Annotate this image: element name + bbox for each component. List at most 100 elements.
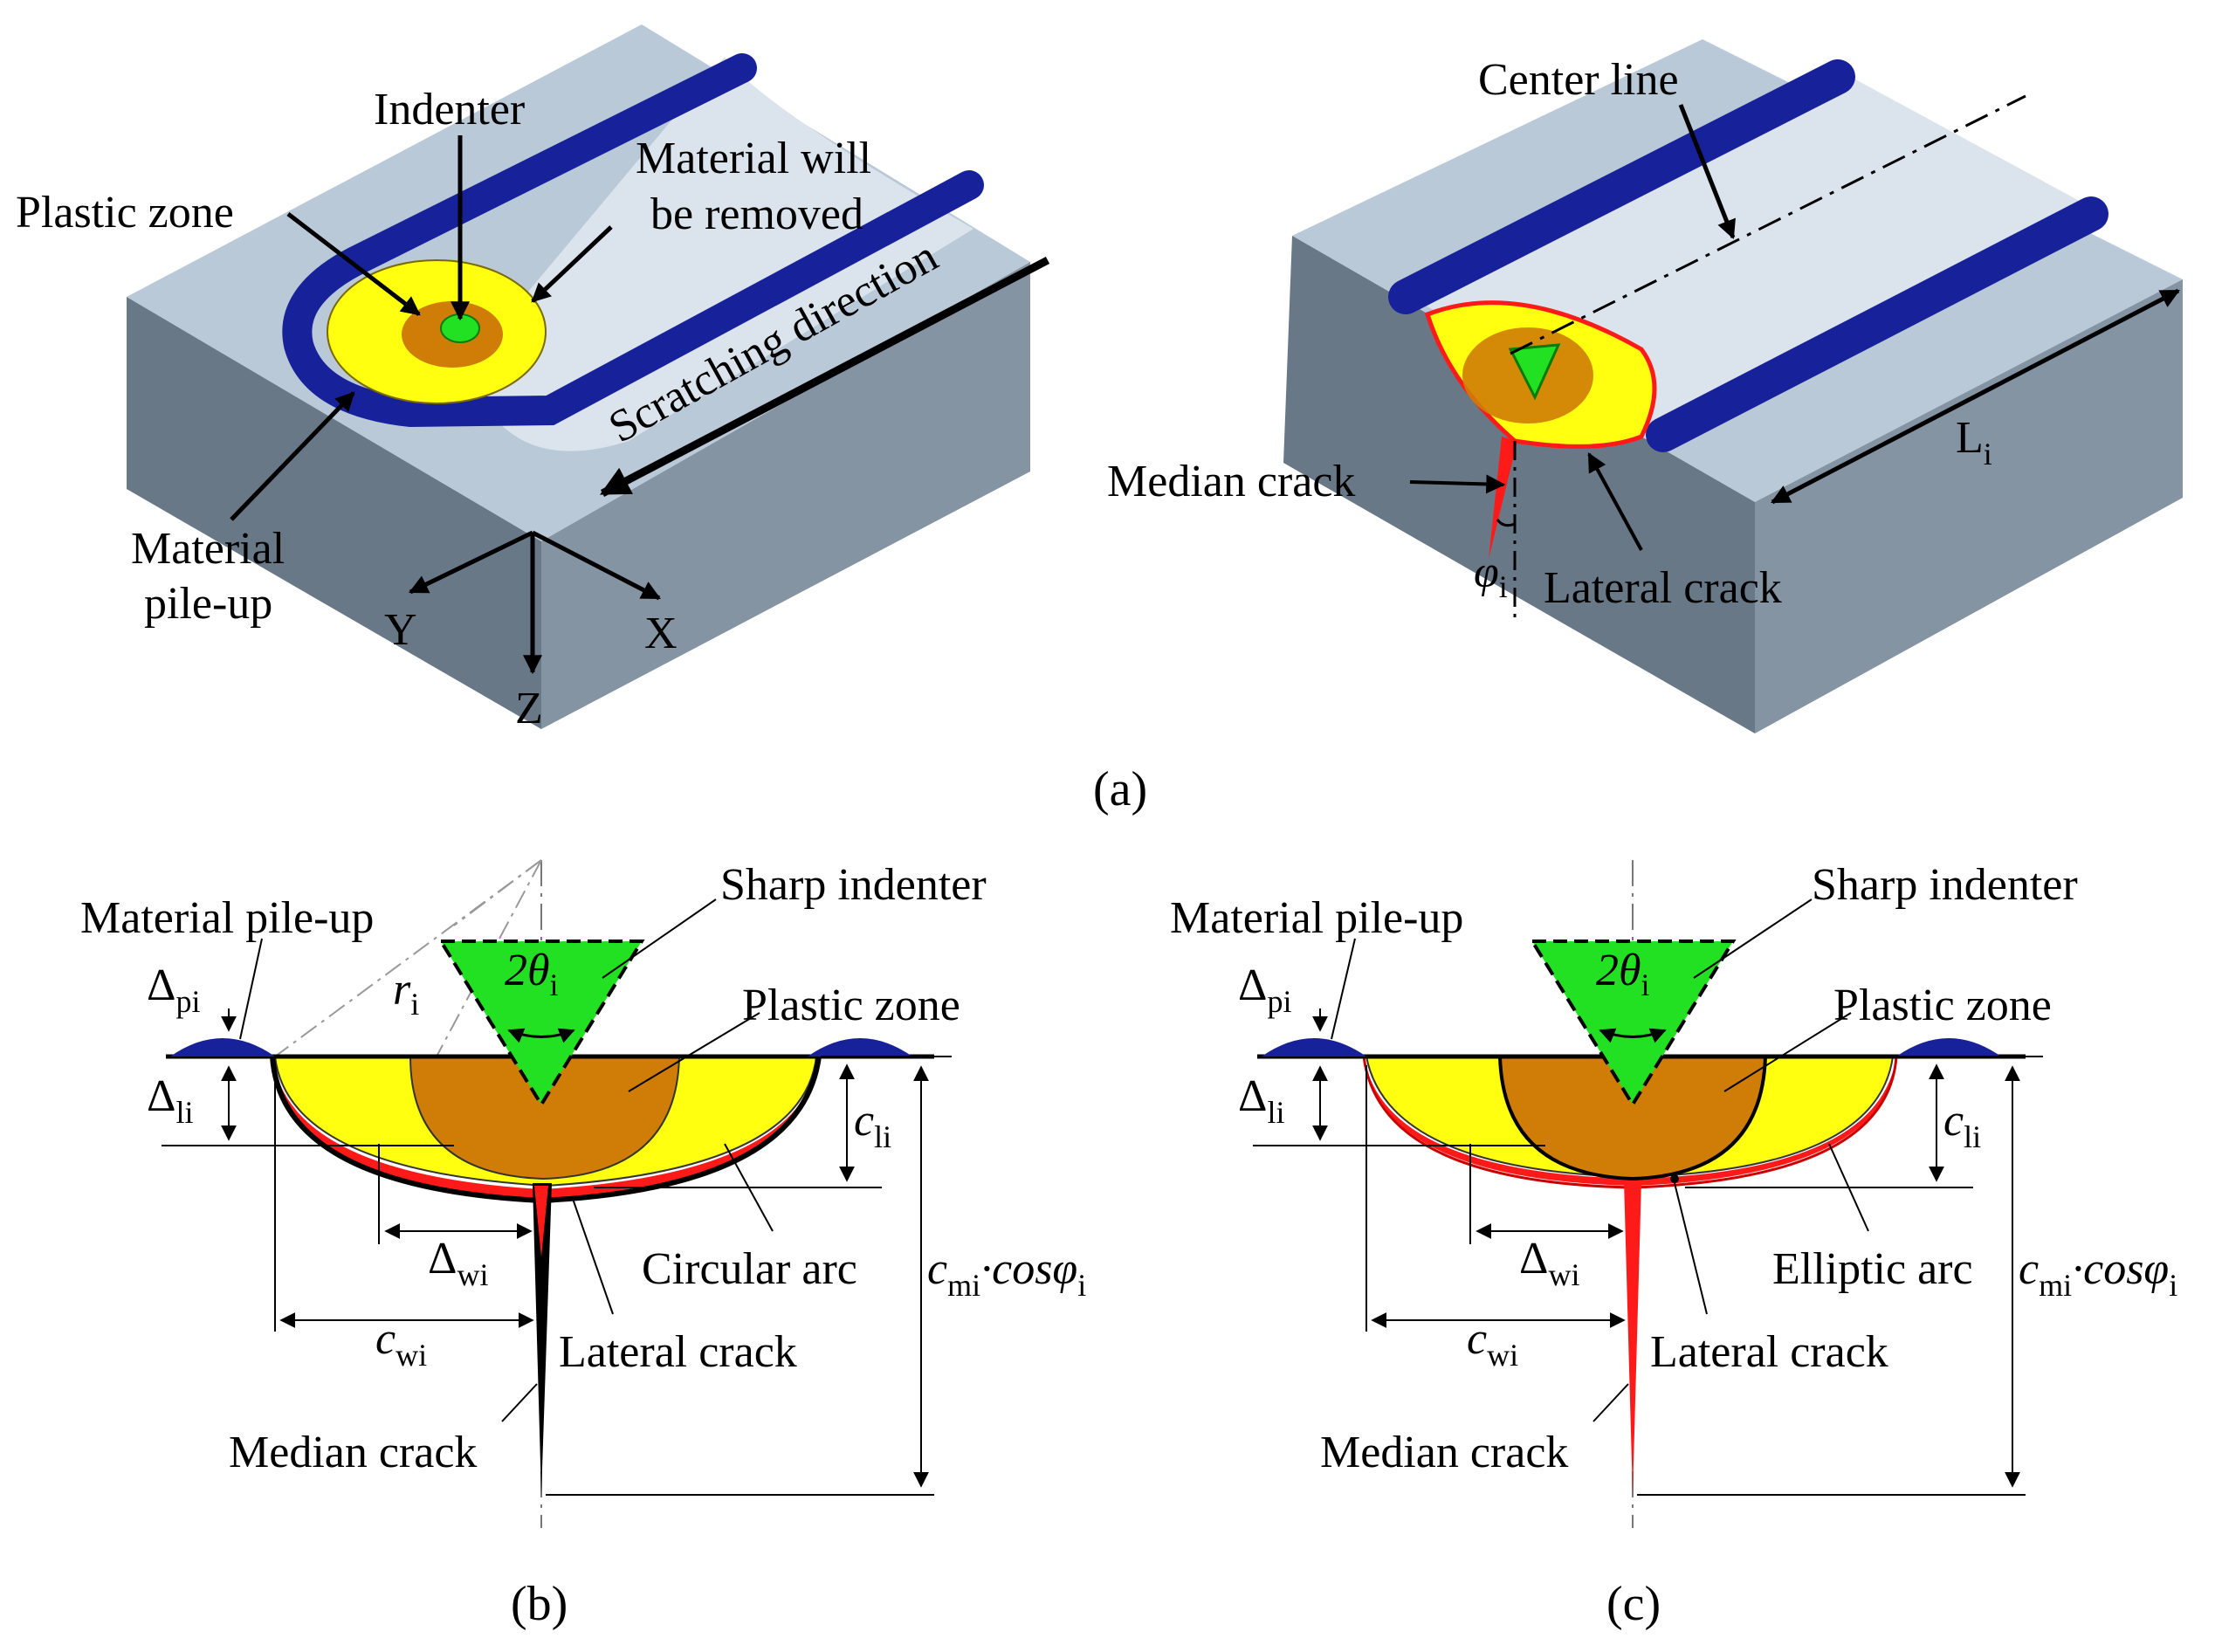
label-length: Li: [1956, 413, 1992, 472]
axis-y: [409, 530, 534, 595]
indenter-tip: [1508, 343, 1561, 401]
block-front-face: [127, 297, 541, 729]
label-cm: cmi·cosφi: [927, 1244, 1086, 1303]
delta-l-sub: li: [1267, 1095, 1284, 1130]
label-delta-p: Δpi: [147, 960, 200, 1019]
median-crack: [533, 1183, 552, 1495]
label-plastic-zone: Plastic zone: [16, 188, 234, 237]
cl-sub: li: [1964, 1119, 1981, 1154]
crack-junction-dot: [1670, 1174, 1679, 1183]
delta-l-sub: li: [175, 1095, 193, 1130]
label-circular-arc: Circular arc: [642, 1244, 857, 1294]
angle-main: φ: [1474, 547, 1499, 597]
length-arrow: [1771, 288, 2180, 505]
label-be-removed: be removed: [650, 189, 863, 239]
delta-w-main: Δ: [1519, 1234, 1548, 1284]
label-pileup-line2: pile-up: [144, 579, 272, 629]
axis-x: [531, 530, 661, 601]
cm-tail-sub: i: [1077, 1268, 1086, 1303]
delta-w-main: Δ: [428, 1234, 457, 1284]
plastic-zone: [409, 1056, 681, 1180]
pileup-left: [170, 1038, 275, 1057]
pileup-arrow: [230, 391, 355, 521]
cw-main: c: [1467, 1314, 1487, 1364]
delta-p-sub: pi: [1267, 984, 1291, 1019]
leader-median: [1592, 1383, 1629, 1422]
label-sharp-indenter: Sharp indenter: [720, 860, 987, 910]
cw-main: c: [375, 1314, 396, 1364]
leader-plastic: [628, 1012, 760, 1092]
label-lateral-crack: Lateral crack: [1544, 563, 1782, 613]
median-crack-red: [534, 1186, 548, 1257]
label-plastic-zone: Plastic zone: [1833, 981, 2052, 1030]
plastic-zone: [1497, 1055, 1768, 1181]
label-delta-l: Δli: [1238, 1071, 1284, 1130]
label-indenter: Indenter: [374, 85, 525, 134]
theta-sub: i: [550, 967, 559, 1002]
scratch-groove: [481, 57, 973, 451]
label-delta-w: Δwi: [1519, 1234, 1579, 1292]
caption-a: (a): [1093, 762, 1147, 816]
pileup-left: [1262, 1038, 1366, 1057]
label-cw: cwi: [1467, 1314, 1518, 1373]
delta-w-sub: wi: [1548, 1257, 1579, 1292]
label-delta-l: Δli: [147, 1071, 193, 1130]
label-delta-p: Δpi: [1238, 960, 1291, 1019]
theta-main: 2θ: [1596, 946, 1641, 995]
leader-lateral: [571, 1195, 614, 1315]
cm-sub: mi: [947, 1268, 980, 1303]
label-lateral-crack: Lateral crack: [1650, 1327, 1888, 1377]
label-pileup-line1: Material: [131, 524, 285, 574]
leader-lateral: [1674, 1182, 1708, 1315]
label-cw: cwi: [375, 1314, 427, 1373]
angle-sub: i: [1499, 569, 1508, 604]
cw-sub: wi: [396, 1338, 427, 1373]
delta-p-main: Δ: [1238, 960, 1267, 1010]
label-median-crack: Median crack: [229, 1428, 477, 1477]
delta-l-main: Δ: [147, 1071, 175, 1121]
lateral-crack-arrow: [1587, 452, 1643, 551]
label-theta: 2θi: [1596, 946, 1650, 1002]
leader-pileup: [239, 938, 263, 1040]
panel-b: Material pile-up Sharp indenter Plastic …: [80, 859, 1086, 1528]
label-material-will: Material will: [636, 134, 871, 183]
label-cl: cli: [1943, 1096, 1981, 1154]
cw-sub: wi: [1487, 1338, 1518, 1373]
panel-a-right: Center line Median crack Lateral crack L…: [1107, 39, 2183, 733]
indenter-angle-arc: [1599, 1028, 1667, 1043]
median-crack-arrow: [1409, 474, 1506, 494]
leader-plastic: [1723, 1012, 1852, 1092]
center-line: [1510, 94, 2026, 355]
length-main: L: [1956, 413, 1984, 463]
pileup-right: [1896, 1038, 2001, 1057]
median-crack: [1624, 1180, 1641, 1495]
center-line-arrow: [1678, 104, 1736, 240]
plastic-zone-arrow: [286, 212, 421, 316]
pileup-right: [808, 1038, 912, 1057]
label-material-pileup: Material pile-up: [80, 893, 374, 943]
leader-pileup: [1331, 938, 1356, 1040]
median-crack-wedge: [1489, 437, 1517, 559]
r-main: r: [393, 965, 411, 1015]
leader-indenter: [1693, 898, 1813, 979]
label-axis-y: Y: [384, 605, 417, 655]
label-r: ri: [393, 965, 419, 1022]
panel-c: Material pile-up Sharp indenter Plastic …: [1170, 860, 2177, 1528]
cm-tail: ·cosφ: [980, 1244, 1077, 1294]
caption-c: (c): [1606, 1577, 1661, 1631]
cm-tail-sub: i: [2169, 1268, 2177, 1303]
removed-arrow: [531, 225, 613, 303]
pileup-ridge-left: [1388, 59, 1855, 314]
indenter-angle-arc: [507, 1028, 575, 1043]
label-center-line: Center line: [1478, 55, 1679, 105]
cm-main: c: [2019, 1244, 2039, 1294]
label-elliptic-arc: Elliptic arc: [1772, 1244, 1973, 1294]
label-theta: 2θi: [505, 946, 559, 1002]
label-angle: φi: [1474, 547, 1508, 604]
caption-b: (b): [511, 1577, 568, 1631]
r-sub: i: [410, 987, 419, 1022]
cl-main: c: [854, 1096, 874, 1146]
leader-indenter: [602, 898, 717, 979]
theta-sub: i: [1641, 967, 1650, 1002]
label-material-pileup: Material pile-up: [1170, 893, 1463, 943]
